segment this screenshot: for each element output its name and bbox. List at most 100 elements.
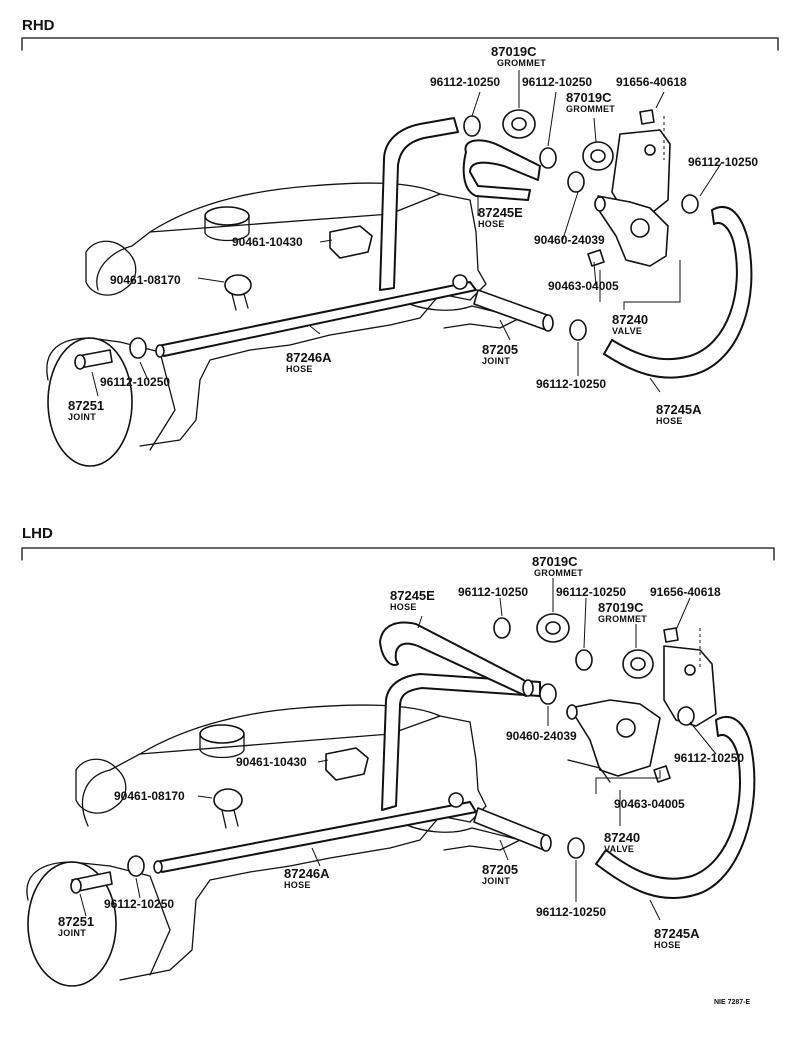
label-90461-10430: 90461-10430 bbox=[236, 755, 307, 769]
label-87245a-hose: 87245A HOSE bbox=[654, 926, 700, 950]
label-91656-40618: 91656-40618 bbox=[616, 75, 687, 89]
svg-text:87251: 87251 bbox=[68, 398, 104, 413]
svg-text:GROMMET: GROMMET bbox=[497, 58, 546, 68]
svg-text:87019C: 87019C bbox=[491, 44, 537, 59]
clip-90461-08170 bbox=[213, 788, 243, 812]
joint-87205-end bbox=[542, 314, 554, 332]
pump-housing-edge bbox=[109, 865, 171, 976]
label-87245e-hose: 87245E HOSE bbox=[390, 588, 435, 612]
label-87019c-grommet-a: 87019C GROMMET bbox=[532, 554, 583, 578]
svg-text:87019C: 87019C bbox=[566, 90, 612, 105]
svg-text:87205: 87205 bbox=[482, 862, 518, 877]
leader-lines bbox=[91, 70, 723, 397]
svg-text:87240: 87240 bbox=[604, 830, 640, 845]
label-96112-10250: 96112-10250 bbox=[100, 375, 170, 389]
label-87251-joint: 87251 JOINT bbox=[58, 914, 94, 938]
engine-block bbox=[81, 715, 487, 981]
label-87245a-hose: 87245A HOSE bbox=[656, 402, 702, 426]
clamp-icon bbox=[493, 617, 511, 639]
hose-87246a bbox=[157, 281, 477, 357]
intake-pipe bbox=[75, 758, 127, 814]
grommet-87019c-b-hole bbox=[630, 657, 646, 671]
svg-text:87245E: 87245E bbox=[478, 205, 523, 220]
clamp-icon bbox=[569, 319, 587, 341]
valve-87240-port bbox=[630, 218, 650, 238]
grommet-87019c-b-hole bbox=[590, 149, 606, 163]
figure-code: NIE 7287-E bbox=[714, 999, 751, 1006]
hose-87246a bbox=[155, 801, 477, 873]
svg-text:87019C: 87019C bbox=[532, 554, 578, 569]
label-96112-10250: 96112-10250 bbox=[104, 897, 174, 911]
engine-bracket-edge bbox=[399, 821, 521, 851]
valve-bracket-hole bbox=[684, 664, 696, 676]
joint-87205-end bbox=[540, 834, 552, 852]
label-90463-04005: 90463-04005 bbox=[614, 797, 685, 811]
label-87019c-grommet-b: 87019C GROMMET bbox=[598, 600, 647, 624]
filler-cap-body bbox=[204, 215, 250, 242]
bolt-91656-40618 bbox=[663, 627, 679, 643]
clip-90461-10430 bbox=[325, 747, 369, 781]
joint-87205-body bbox=[473, 807, 549, 851]
valve-87240-nipple bbox=[566, 704, 578, 720]
label-87240-valve: 87240 VALVE bbox=[612, 312, 648, 336]
label-87205-joint: 87205 JOINT bbox=[482, 342, 518, 366]
svg-text:87245A: 87245A bbox=[654, 926, 700, 941]
filler-cap-top bbox=[199, 724, 245, 744]
joint-87251-end bbox=[70, 878, 82, 894]
label-87246a-hose: 87246A HOSE bbox=[286, 350, 332, 374]
svg-text:87019C: 87019C bbox=[598, 600, 644, 615]
label-96112-10250: 96112-10250 bbox=[458, 585, 528, 599]
filler-cap-top bbox=[204, 206, 250, 226]
svg-text:GROMMET: GROMMET bbox=[598, 614, 647, 624]
label-96112-10250: 96112-10250 bbox=[430, 75, 500, 89]
label-87245e-hose: 87245E HOSE bbox=[478, 205, 523, 229]
label-96112-10250: 96112-10250 bbox=[536, 905, 606, 919]
hose-87245e-end bbox=[522, 679, 534, 697]
section-bracket-lhd bbox=[21, 547, 775, 561]
section-title-rhd: RHD bbox=[22, 17, 55, 34]
hose-87246a-end bbox=[155, 344, 165, 358]
clamp-icon bbox=[681, 194, 699, 214]
section-title-lhd: LHD bbox=[22, 525, 53, 542]
clamp-icon bbox=[127, 855, 145, 877]
pump-housing bbox=[46, 337, 121, 381]
clamp-icon bbox=[463, 115, 481, 137]
svg-text:GROMMET: GROMMET bbox=[534, 568, 583, 578]
svg-text:87251: 87251 bbox=[58, 914, 94, 929]
engine-top-edge bbox=[149, 182, 441, 233]
valve-87240-stay bbox=[567, 759, 611, 783]
clip-90461-10430 bbox=[329, 225, 373, 259]
label-87205-joint: 87205 JOINT bbox=[482, 862, 518, 886]
valve-87240-nipple bbox=[594, 196, 606, 212]
label-96112-10250: 96112-10250 bbox=[536, 377, 606, 391]
hose-87245a bbox=[595, 716, 756, 899]
hose-87245e-loop bbox=[462, 139, 541, 201]
clamp-icon bbox=[567, 837, 585, 859]
filler-cap-body bbox=[199, 733, 245, 759]
svg-text:87246A: 87246A bbox=[284, 866, 330, 881]
label-90460-24039: 90460-24039 bbox=[534, 233, 605, 247]
label-87019c-grommet-b: 87019C GROMMET bbox=[566, 90, 615, 114]
lhd-section: LHD bbox=[21, 525, 775, 987]
clamp-icon bbox=[575, 649, 593, 671]
clamp-icon bbox=[567, 171, 585, 193]
grommet-87019c-a-hole bbox=[545, 621, 561, 635]
svg-text:JOINT: JOINT bbox=[58, 928, 86, 938]
label-96112-10250: 96112-10250 bbox=[674, 751, 744, 765]
svg-text:HOSE: HOSE bbox=[654, 940, 681, 950]
svg-text:GROMMET: GROMMET bbox=[566, 104, 615, 114]
intake-pipe bbox=[85, 240, 137, 296]
svg-text:VALVE: VALVE bbox=[604, 844, 634, 854]
label-87246a-hose: 87246A HOSE bbox=[284, 866, 330, 890]
svg-text:87246A: 87246A bbox=[286, 350, 332, 365]
engine-top-edge bbox=[139, 704, 441, 755]
svg-text:87205: 87205 bbox=[482, 342, 518, 357]
svg-text:JOINT: JOINT bbox=[482, 876, 510, 886]
valve-87240-port bbox=[616, 718, 636, 738]
hose-87245e-upper bbox=[379, 621, 532, 697]
label-90461-08170: 90461-08170 bbox=[110, 273, 181, 287]
joint-87251-end bbox=[74, 354, 86, 370]
valve-bracket bbox=[663, 645, 717, 727]
label-90460-24039: 90460-24039 bbox=[506, 729, 577, 743]
label-96112-10250: 96112-10250 bbox=[522, 75, 592, 89]
